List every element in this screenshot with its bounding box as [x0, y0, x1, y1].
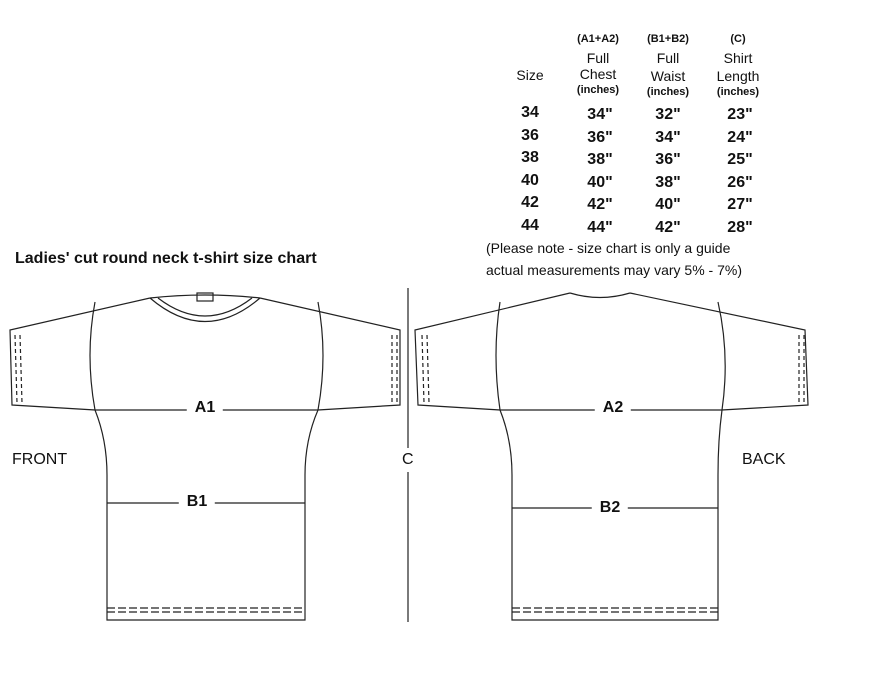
a1-label: A1: [186, 399, 224, 417]
header-length-code: (C): [730, 33, 746, 45]
table-cell: 24": [727, 128, 753, 146]
b2-label: B2: [591, 499, 629, 517]
table-cell: 38": [587, 151, 613, 168]
back-shirt: [414, 292, 809, 621]
table-cell: 38": [655, 173, 681, 191]
table-cell: 28": [727, 218, 753, 236]
table-cell: 42: [521, 194, 539, 211]
table-cell: 36": [655, 151, 681, 168]
table-cell: 42": [655, 218, 681, 236]
table-cell: 34": [587, 106, 613, 123]
table-cell: 40": [655, 196, 681, 213]
table-cell: 36": [587, 128, 613, 146]
table-cell: 23": [727, 106, 753, 123]
table-cell: 40: [521, 171, 539, 189]
back-label: BACK: [742, 451, 786, 468]
header-chest-unit: (inches): [576, 84, 620, 96]
table-cell: 26": [727, 173, 753, 191]
c-label: C: [402, 451, 414, 468]
table-cell: 44: [521, 216, 539, 234]
header-waist-unit: (inches): [646, 86, 690, 98]
table-cell: 40": [587, 173, 613, 191]
header-waist-code: (B1+B2): [647, 33, 689, 45]
header-waist-line2: Waist: [650, 68, 686, 84]
table-cell: 34: [521, 104, 539, 121]
header-waist-line1: Full: [656, 50, 680, 66]
table-cell: 38: [521, 149, 539, 166]
table-cell: 25": [727, 151, 753, 168]
front-label: FRONT: [12, 451, 68, 468]
header-length-line2: Length: [716, 68, 760, 84]
header-chest-code: (A1+A2): [577, 33, 619, 45]
table-cell: 27": [727, 196, 753, 213]
header-length-unit: (inches): [716, 86, 760, 98]
header-size: Size: [516, 67, 544, 83]
header-chest-line2: Chest: [579, 66, 617, 82]
front-shirt: [9, 292, 401, 621]
table-cell: 44": [587, 218, 613, 236]
page-title: Ladies' cut round neck t-shirt size char…: [15, 250, 317, 267]
table-cell: 42": [587, 196, 613, 213]
a2-label: A2: [594, 399, 632, 417]
header-length-line1: Shirt: [723, 50, 753, 66]
note-line2: actual measurements may vary 5% - 7%): [486, 262, 742, 278]
header-chest-line1: Full: [586, 50, 610, 66]
table-cell: 32": [655, 106, 681, 123]
note-line1: (Please note - size chart is only a guid…: [486, 240, 731, 256]
b1-label: B1: [178, 493, 216, 511]
table-cell: 34": [655, 128, 681, 146]
table-cell: 36: [521, 126, 539, 144]
